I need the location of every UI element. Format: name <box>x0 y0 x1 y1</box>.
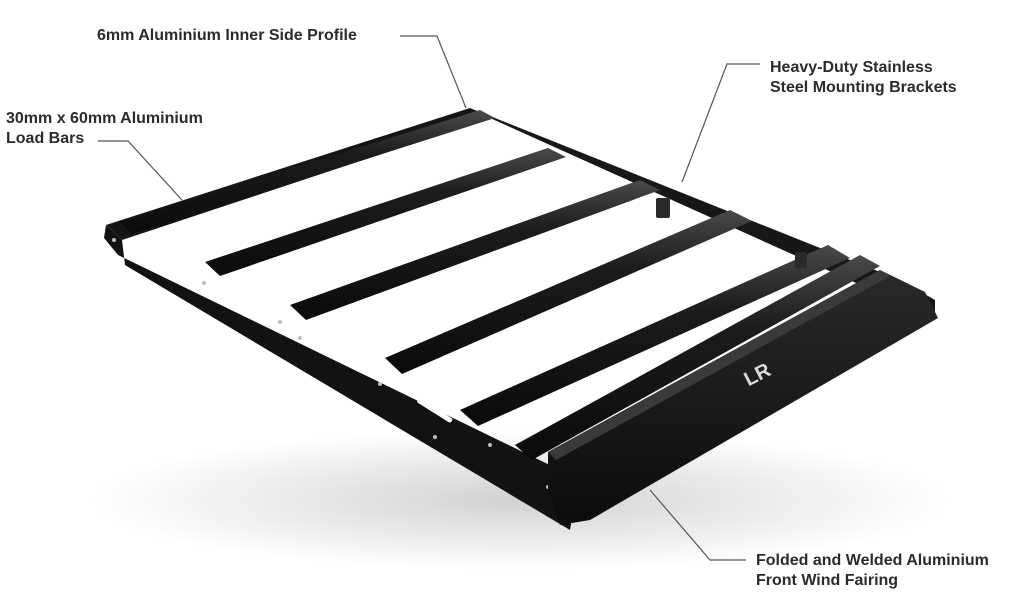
load-bars <box>120 110 880 460</box>
front-wind-fairing <box>548 270 938 525</box>
leader-line-inner-side-profile <box>400 35 467 109</box>
callout-text: Heavy-Duty Stainless <box>770 59 933 76</box>
mounting-brackets <box>656 198 807 268</box>
slot <box>320 340 356 365</box>
leader-line-load-bars <box>98 140 183 201</box>
right-side-rail <box>470 108 935 320</box>
leader-line-wind-fairing <box>649 489 746 561</box>
load-bar <box>515 255 880 460</box>
fairing-top-edge <box>548 270 890 460</box>
callout-text: Steel Mounting Brackets <box>770 79 957 96</box>
bolt <box>298 336 302 340</box>
callout-mounting-brackets: Heavy-Duty Stainless Steel Mounting Brac… <box>770 58 957 98</box>
callout-text: Front Wind Fairing <box>756 572 899 589</box>
callout-text: 30mm x 60mm Aluminium <box>6 110 203 127</box>
bolt <box>112 238 116 242</box>
callout-load-bars: 30mm x 60mm Aluminium Load Bars <box>6 109 203 149</box>
bolt <box>202 281 206 285</box>
load-bar <box>205 148 566 276</box>
leader-lines <box>98 35 760 561</box>
bolt <box>488 443 492 447</box>
bolt <box>278 320 282 324</box>
bolt <box>433 435 437 439</box>
bracket <box>656 198 670 218</box>
leader-line-brackets <box>681 63 760 183</box>
load-bar <box>460 245 850 426</box>
load-bar <box>120 110 495 234</box>
callout-inner-side-profile: 6mm Aluminium Inner Side Profile <box>97 26 357 46</box>
callout-text: Folded and Welded Aluminium <box>756 552 989 569</box>
bolt <box>378 382 382 386</box>
slot <box>417 398 453 423</box>
slot <box>229 294 266 317</box>
callout-wind-fairing: Folded and Welded Aluminium Front Wind F… <box>756 551 989 591</box>
left-side-plate <box>104 225 575 530</box>
callout-text: 6mm Aluminium Inner Side Profile <box>97 27 357 44</box>
bracket <box>795 252 807 268</box>
load-bar <box>290 180 660 320</box>
slot <box>151 254 185 275</box>
callout-text: Load Bars <box>6 130 85 147</box>
load-bar <box>385 210 752 374</box>
side-plate-slots <box>151 254 453 423</box>
